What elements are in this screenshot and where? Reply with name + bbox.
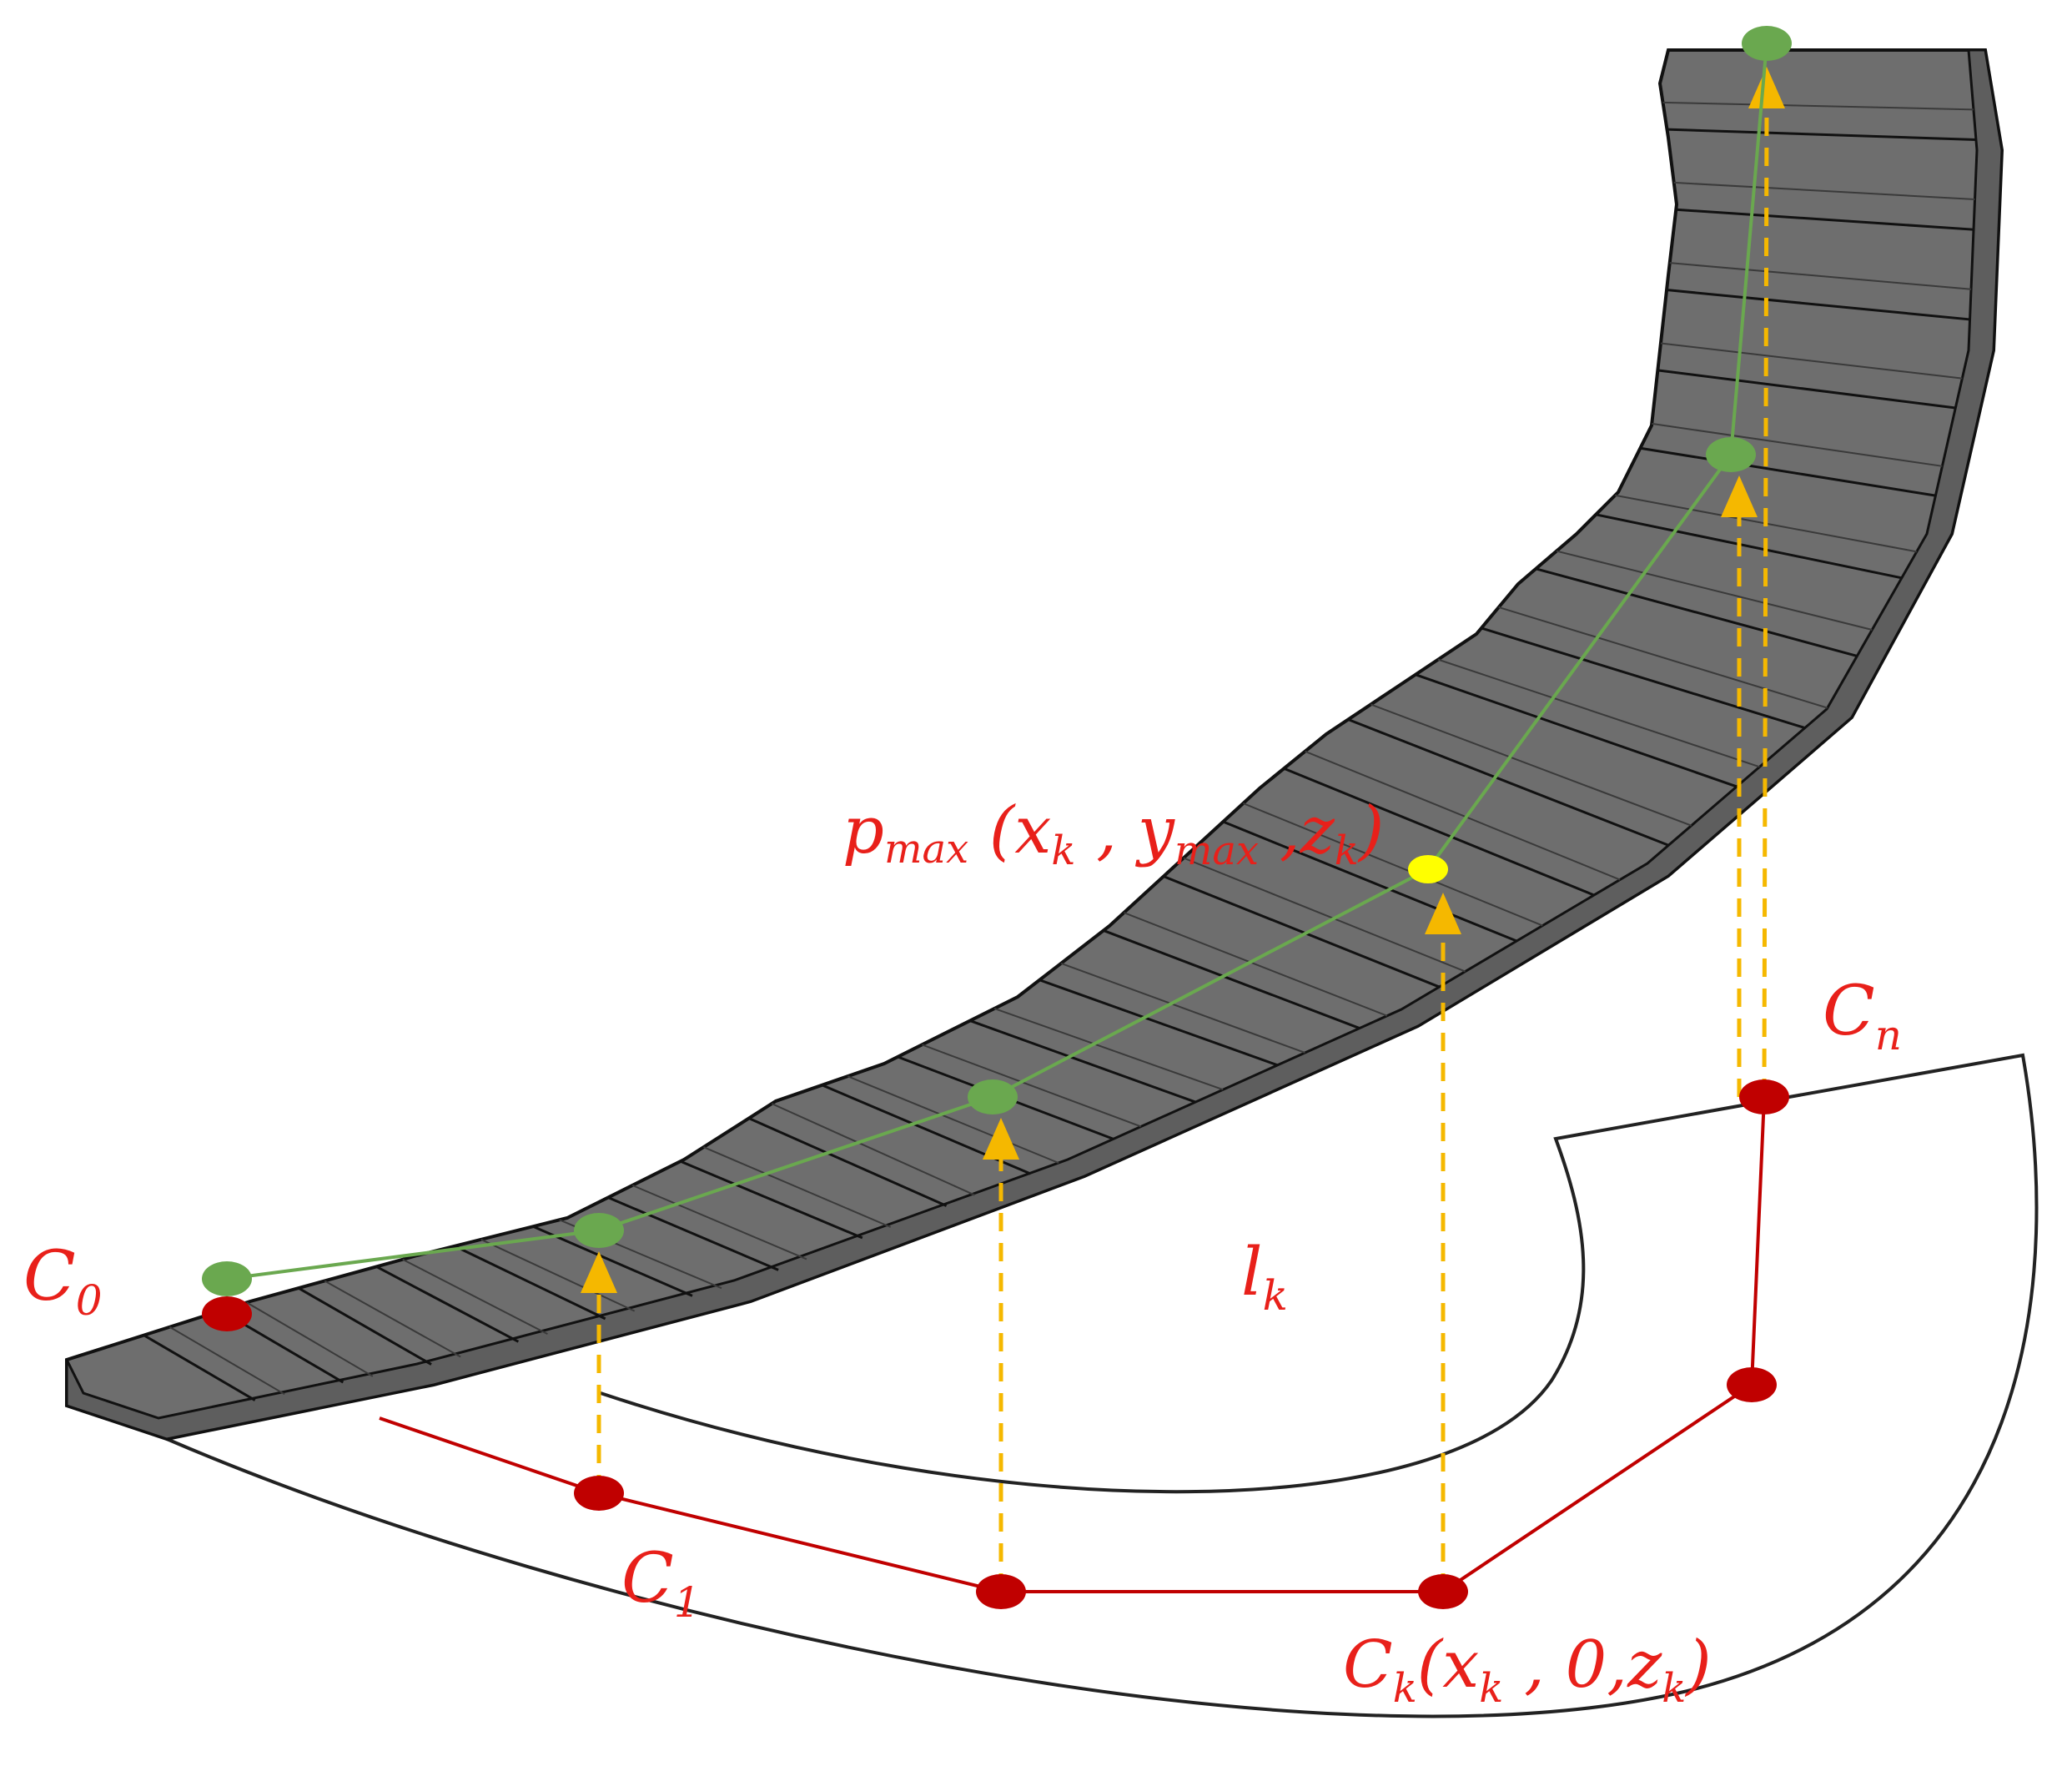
stair-step-edge xyxy=(1222,820,1517,943)
stair-riser-edge xyxy=(1498,606,1828,709)
stair-step-edge xyxy=(607,1196,779,1271)
stair-riser-edge xyxy=(1662,101,1974,111)
stair-step-edge xyxy=(1039,979,1278,1067)
stair-step-edge xyxy=(1535,567,1858,657)
stair-step-edge xyxy=(375,1265,520,1343)
projection-point-red xyxy=(976,1574,1026,1609)
projection-point-red xyxy=(574,1476,624,1511)
stair-riser-edge xyxy=(703,1146,892,1228)
stair-step-edge xyxy=(748,1117,948,1207)
stair-step-edge xyxy=(1657,369,1956,410)
stair-step-edge xyxy=(1676,208,1974,231)
stair-riser-edge xyxy=(1183,857,1466,973)
label-pmax: pmax (xk , ymax ,zk) xyxy=(842,793,1384,874)
stair-riser-edge xyxy=(1242,802,1543,927)
stair-point-green xyxy=(968,1079,1018,1114)
stair-riser-edge xyxy=(771,1103,975,1196)
spiral-staircase xyxy=(65,48,2004,1441)
stair-step-edge xyxy=(1640,446,1936,497)
stair-riser-edge xyxy=(993,1008,1224,1091)
staircase-side-face xyxy=(65,48,2004,1441)
stair-riser-edge xyxy=(402,1258,548,1335)
stair-riser-edge xyxy=(246,1301,374,1377)
stair-step-edge xyxy=(1283,767,1595,897)
projection-point-red xyxy=(1739,1079,1789,1114)
stair-step-edge xyxy=(454,1245,606,1321)
label-c1: C1 xyxy=(621,1539,701,1627)
label-c0: C0 xyxy=(23,1237,103,1325)
projection-point-red xyxy=(1727,1367,1777,1402)
stair-step-edge xyxy=(298,1286,432,1366)
stair-riser-edge xyxy=(1370,703,1692,827)
stair-step-edge xyxy=(1103,929,1360,1029)
projection-arrow-line xyxy=(1762,99,1769,1098)
stair-riser-edge xyxy=(168,1326,285,1396)
label-cn: Cn xyxy=(1823,972,1902,1059)
stair-step-edge xyxy=(1415,673,1738,788)
staircase-body xyxy=(65,48,2004,1441)
floor-outline xyxy=(166,1053,2039,1718)
projection-arrow-head xyxy=(1721,475,1758,517)
stair-step-edge xyxy=(680,1160,863,1240)
stair-step-edge xyxy=(1667,128,1977,141)
stair-point-green xyxy=(202,1261,252,1296)
ascent-path xyxy=(226,43,1768,1280)
projection-point-red xyxy=(202,1296,252,1331)
labels: C0 C1 Ck(xk , 0,zk) Cn lk pmax (xk , yma… xyxy=(23,793,1902,1712)
stair-riser-edge xyxy=(480,1238,636,1312)
stair-riser-edge xyxy=(1673,181,1975,200)
projection-start-segment xyxy=(379,1416,600,1495)
stair-riser-edge xyxy=(324,1280,461,1358)
stair-riser-edge xyxy=(1660,342,1963,380)
stair-step-edge xyxy=(1481,626,1806,730)
stair-step-edge xyxy=(1666,289,1970,321)
outer-curve xyxy=(166,1053,2039,1718)
stair-step-edge xyxy=(1163,875,1440,989)
stair-point-green xyxy=(1706,437,1756,472)
stair-step-edge xyxy=(1595,513,1903,580)
projection-arrow-head xyxy=(983,1118,1019,1160)
stair-step-edge xyxy=(969,1019,1196,1104)
stair-riser-edge xyxy=(1669,262,1972,290)
stair-riser-edge xyxy=(1060,962,1305,1054)
stair-riser-edge xyxy=(631,1185,807,1260)
stair-riser-edge xyxy=(1652,422,1943,467)
stair-riser-edge xyxy=(1305,750,1621,881)
stair-riser-edge xyxy=(1437,658,1760,768)
projection-arrow-head xyxy=(1748,67,1785,108)
stair-step-edge xyxy=(143,1334,256,1401)
pmax-point xyxy=(1408,855,1448,883)
stair-step-edge xyxy=(1347,718,1669,847)
projection-arrow-head xyxy=(1425,893,1461,934)
stair-riser-edge xyxy=(921,1044,1142,1128)
stair-step-edge xyxy=(532,1225,693,1297)
stair-riser-edge xyxy=(1124,912,1388,1017)
points xyxy=(202,26,1792,1609)
stair-riser-edge xyxy=(1556,550,1873,631)
stair-riser-edge xyxy=(847,1075,1059,1165)
projection-point-red xyxy=(1418,1574,1468,1609)
label-ck: Ck(xk , 0,zk) xyxy=(1343,1628,1712,1712)
stair-point-green xyxy=(574,1213,624,1248)
stair-point-green xyxy=(1742,26,1792,61)
label-lk: lk xyxy=(1241,1233,1288,1320)
projection-arrows xyxy=(581,67,1785,1592)
projection-arrow-head xyxy=(581,1251,617,1293)
